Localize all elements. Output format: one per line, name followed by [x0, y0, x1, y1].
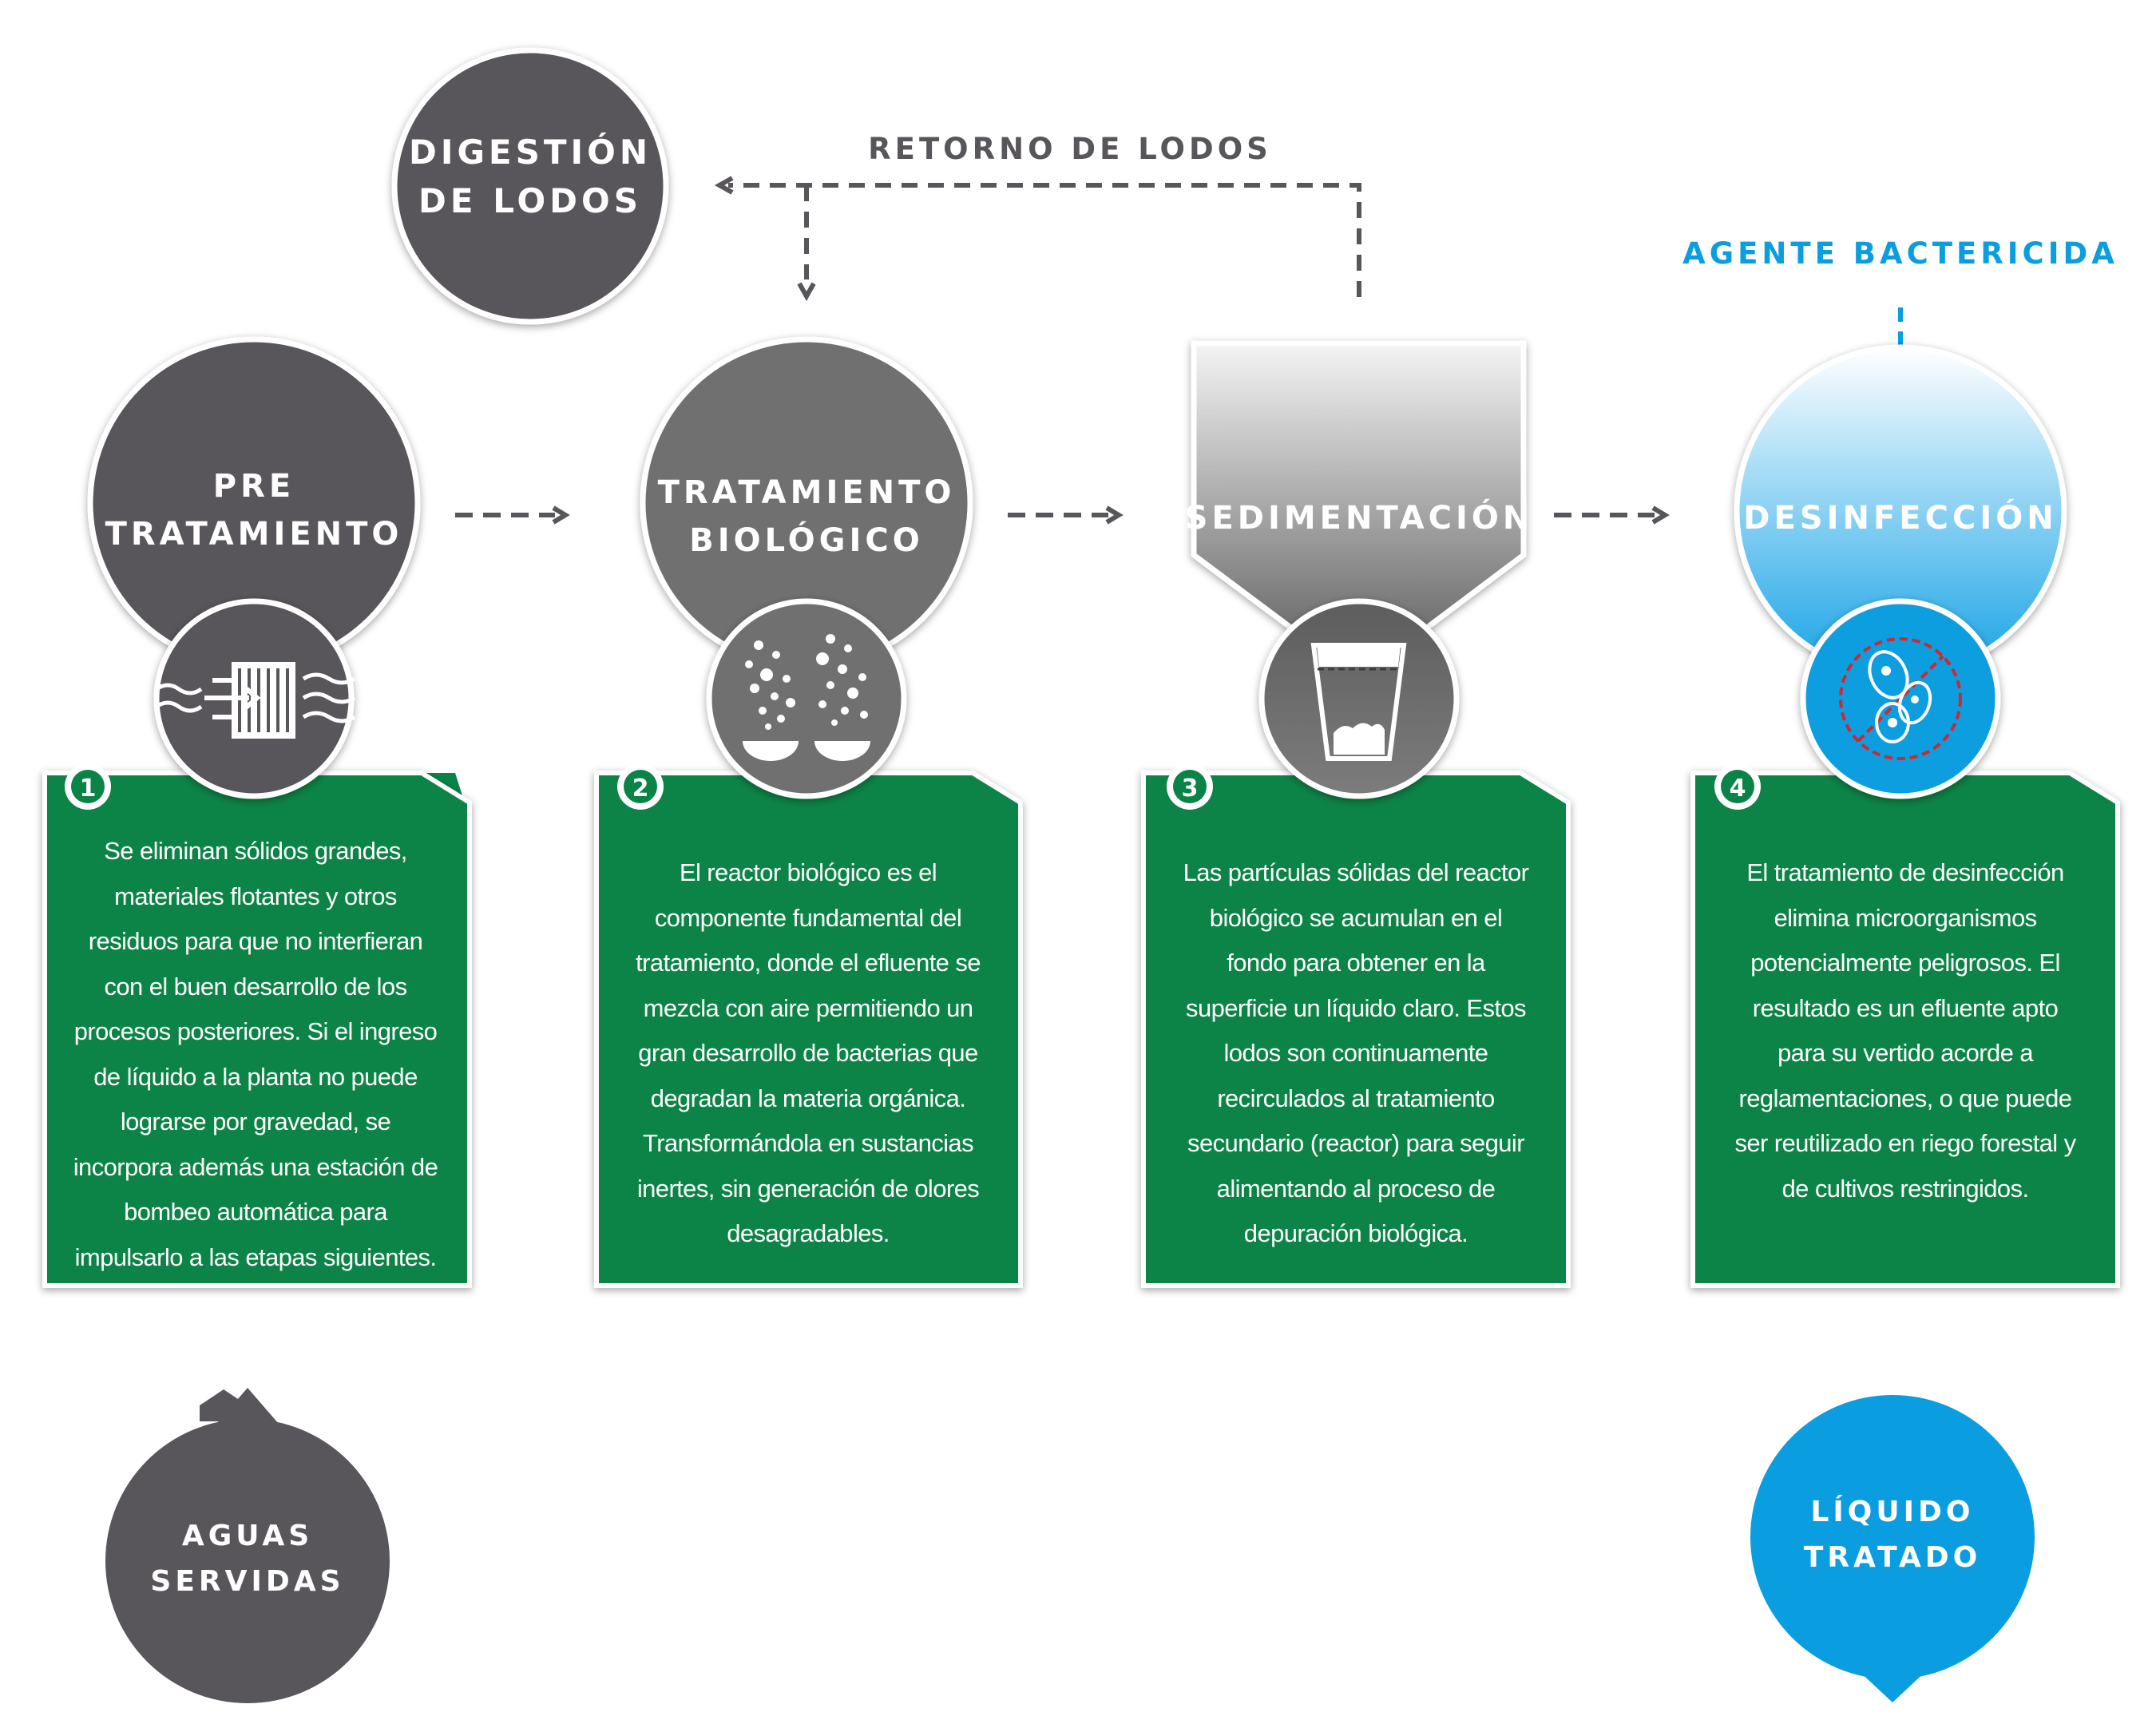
stage-sedimentacion: SEDIMENTACIÓN 3	[1141, 340, 1571, 1288]
stage-3-line: secundario (reactor) para seguir	[1187, 1129, 1525, 1157]
stage-3-line: superficie un líquido claro. Estos	[1186, 993, 1527, 1022]
sludge-return-label: RETORNO DE LODOS	[868, 132, 1272, 166]
stage-4-line: El tratamiento de desinfección	[1746, 858, 2064, 886]
stage-2-line: Transformándola en sustancias	[643, 1129, 974, 1157]
treated-liquid-output-node: LÍQUIDO TRATADO	[1750, 1395, 2035, 1702]
stage-4-line: potencialmente peligrosos. El	[1750, 949, 2060, 977]
stage-1-line: impulsarlo a las etapas siguientes.	[74, 1242, 437, 1271]
treated-liquid-label-line1: LÍQUIDO	[1810, 1495, 1974, 1528]
stage-4-line: de cultivos restringidos.	[1781, 1174, 2030, 1203]
wastewater-label-line1: AGUAS	[182, 1520, 313, 1552]
stage-2-line: tratamiento, donde el efluente se	[636, 949, 981, 977]
stage-2-line: inertes, sin generación de olores	[636, 1174, 980, 1203]
stage-1-line: procesos posteriores. Si el ingreso	[73, 1017, 438, 1045]
stage-4-line: ser reutilizado en riego forestal y	[1734, 1129, 2076, 1157]
stage-3-line: biológico se acumulan en el	[1209, 903, 1503, 932]
digestion-label-line2: DE LODOS	[418, 181, 642, 220]
stage-4-line: resultado es un efluente apto	[1752, 993, 2059, 1022]
stage-2-line: gran desarrollo de bacterias que	[638, 1039, 978, 1067]
stage-1-line: incorpora además una estación de	[73, 1152, 438, 1181]
stage-4-line: reglamentaciones, o que puede	[1738, 1084, 2073, 1112]
stage-3-line: depuración biológica.	[1243, 1219, 1468, 1247]
stage-1-line: Se eliminan sólidos grandes,	[104, 837, 407, 865]
stage-2-title-line1: TRATAMIENTO	[658, 474, 956, 511]
stage-1-line: de líquido a la planta no puede	[93, 1062, 418, 1091]
stage-3-line: lodos son continuamente	[1223, 1039, 1488, 1067]
stage-4-line: elimina microorganismos	[1774, 903, 2037, 932]
stage-2-line: desagradables.	[727, 1219, 890, 1247]
stage-tratamiento-biologico: TRATAMIENTO BIOLÓGICO 2	[594, 336, 1023, 1288]
stage-1-line: lograrse por gravedad, se	[120, 1108, 391, 1135]
stage-1-line: materiales flotantes y otros	[114, 882, 397, 910]
sludge-return-arrow	[728, 183, 1361, 297]
stage-3-number: 3	[1182, 775, 1199, 803]
stage-1-line: residuos para que no interfieran	[88, 927, 423, 955]
stage-3-line: Las partículas sólidas del reactor	[1183, 858, 1529, 886]
screen-filter-icon	[155, 662, 356, 739]
stage-4-description: El tratamiento de desinfección elimina m…	[1714, 850, 2097, 1211]
stage-1-number: 1	[80, 775, 97, 803]
sludge-digestion-node: DIGESTIÓN DE LODOS	[391, 47, 669, 325]
stage-desinfeccion: DESINFECCIÓN 4	[1690, 344, 2120, 1288]
stage-2-description: El reactor biológico es el componente fu…	[616, 850, 1000, 1257]
treated-liquid-label-line2: TRATADO	[1804, 1541, 1981, 1574]
stage-4-line: para su vertido acorde a	[1778, 1039, 2034, 1067]
stage-2-number: 2	[632, 775, 649, 803]
stage-2-title-line2: BIOLÓGICO	[689, 521, 924, 559]
bactericide-agent-label: AGENTE BACTERICIDA	[1682, 236, 2118, 271]
stage-3-line: alimentando al proceso de	[1216, 1174, 1496, 1203]
stage-pretratamiento: PRE TRATAMIENTO 1	[42, 336, 472, 1288]
digestion-label-line1: DIGESTIÓN	[409, 132, 652, 172]
flow-arrows	[455, 505, 1670, 525]
stage-2-line: componente fundamental del	[654, 903, 962, 932]
settling-glass-icon	[1310, 643, 1407, 761]
wastewater-label-line2: SERVIDAS	[150, 1565, 344, 1598]
stage-1-title-line1: PRE	[213, 468, 295, 505]
stage-3-line: recirculados al tratamiento	[1217, 1084, 1495, 1112]
no-bacteria-icon	[1839, 637, 1962, 760]
stage-4-number: 4	[1730, 775, 1746, 803]
stage-1-title-line2: TRATAMIENTO	[105, 516, 403, 553]
stage-1-description: Se eliminan sólidos grandes, materiales …	[64, 829, 447, 1280]
stage-3-title: SEDIMENTACIÓN	[1185, 498, 1534, 537]
stage-2-line: degradan la materia orgánica.	[650, 1084, 966, 1112]
stage-3-description: Las partículas sólidas del reactor bioló…	[1164, 850, 1548, 1257]
stage-3-line: fondo para obtener en la	[1227, 949, 1485, 977]
stage-2-line: El reactor biológico es el	[679, 858, 937, 886]
stage-4-title: DESINFECCIÓN	[1743, 498, 2057, 537]
stage-1-line: con el buen desarrollo de los	[104, 972, 408, 1001]
stage-1-line: bombeo automática para	[124, 1198, 387, 1226]
sludge-return-arrowhead-down	[797, 282, 816, 302]
wastewater-input-node: AGUAS SERVIDAS	[105, 1388, 390, 1703]
bubbles-icon	[743, 634, 870, 761]
sludge-return-arrowhead-left	[714, 176, 734, 195]
stage-2-line: mezcla con aire permitiendo un	[643, 993, 973, 1022]
